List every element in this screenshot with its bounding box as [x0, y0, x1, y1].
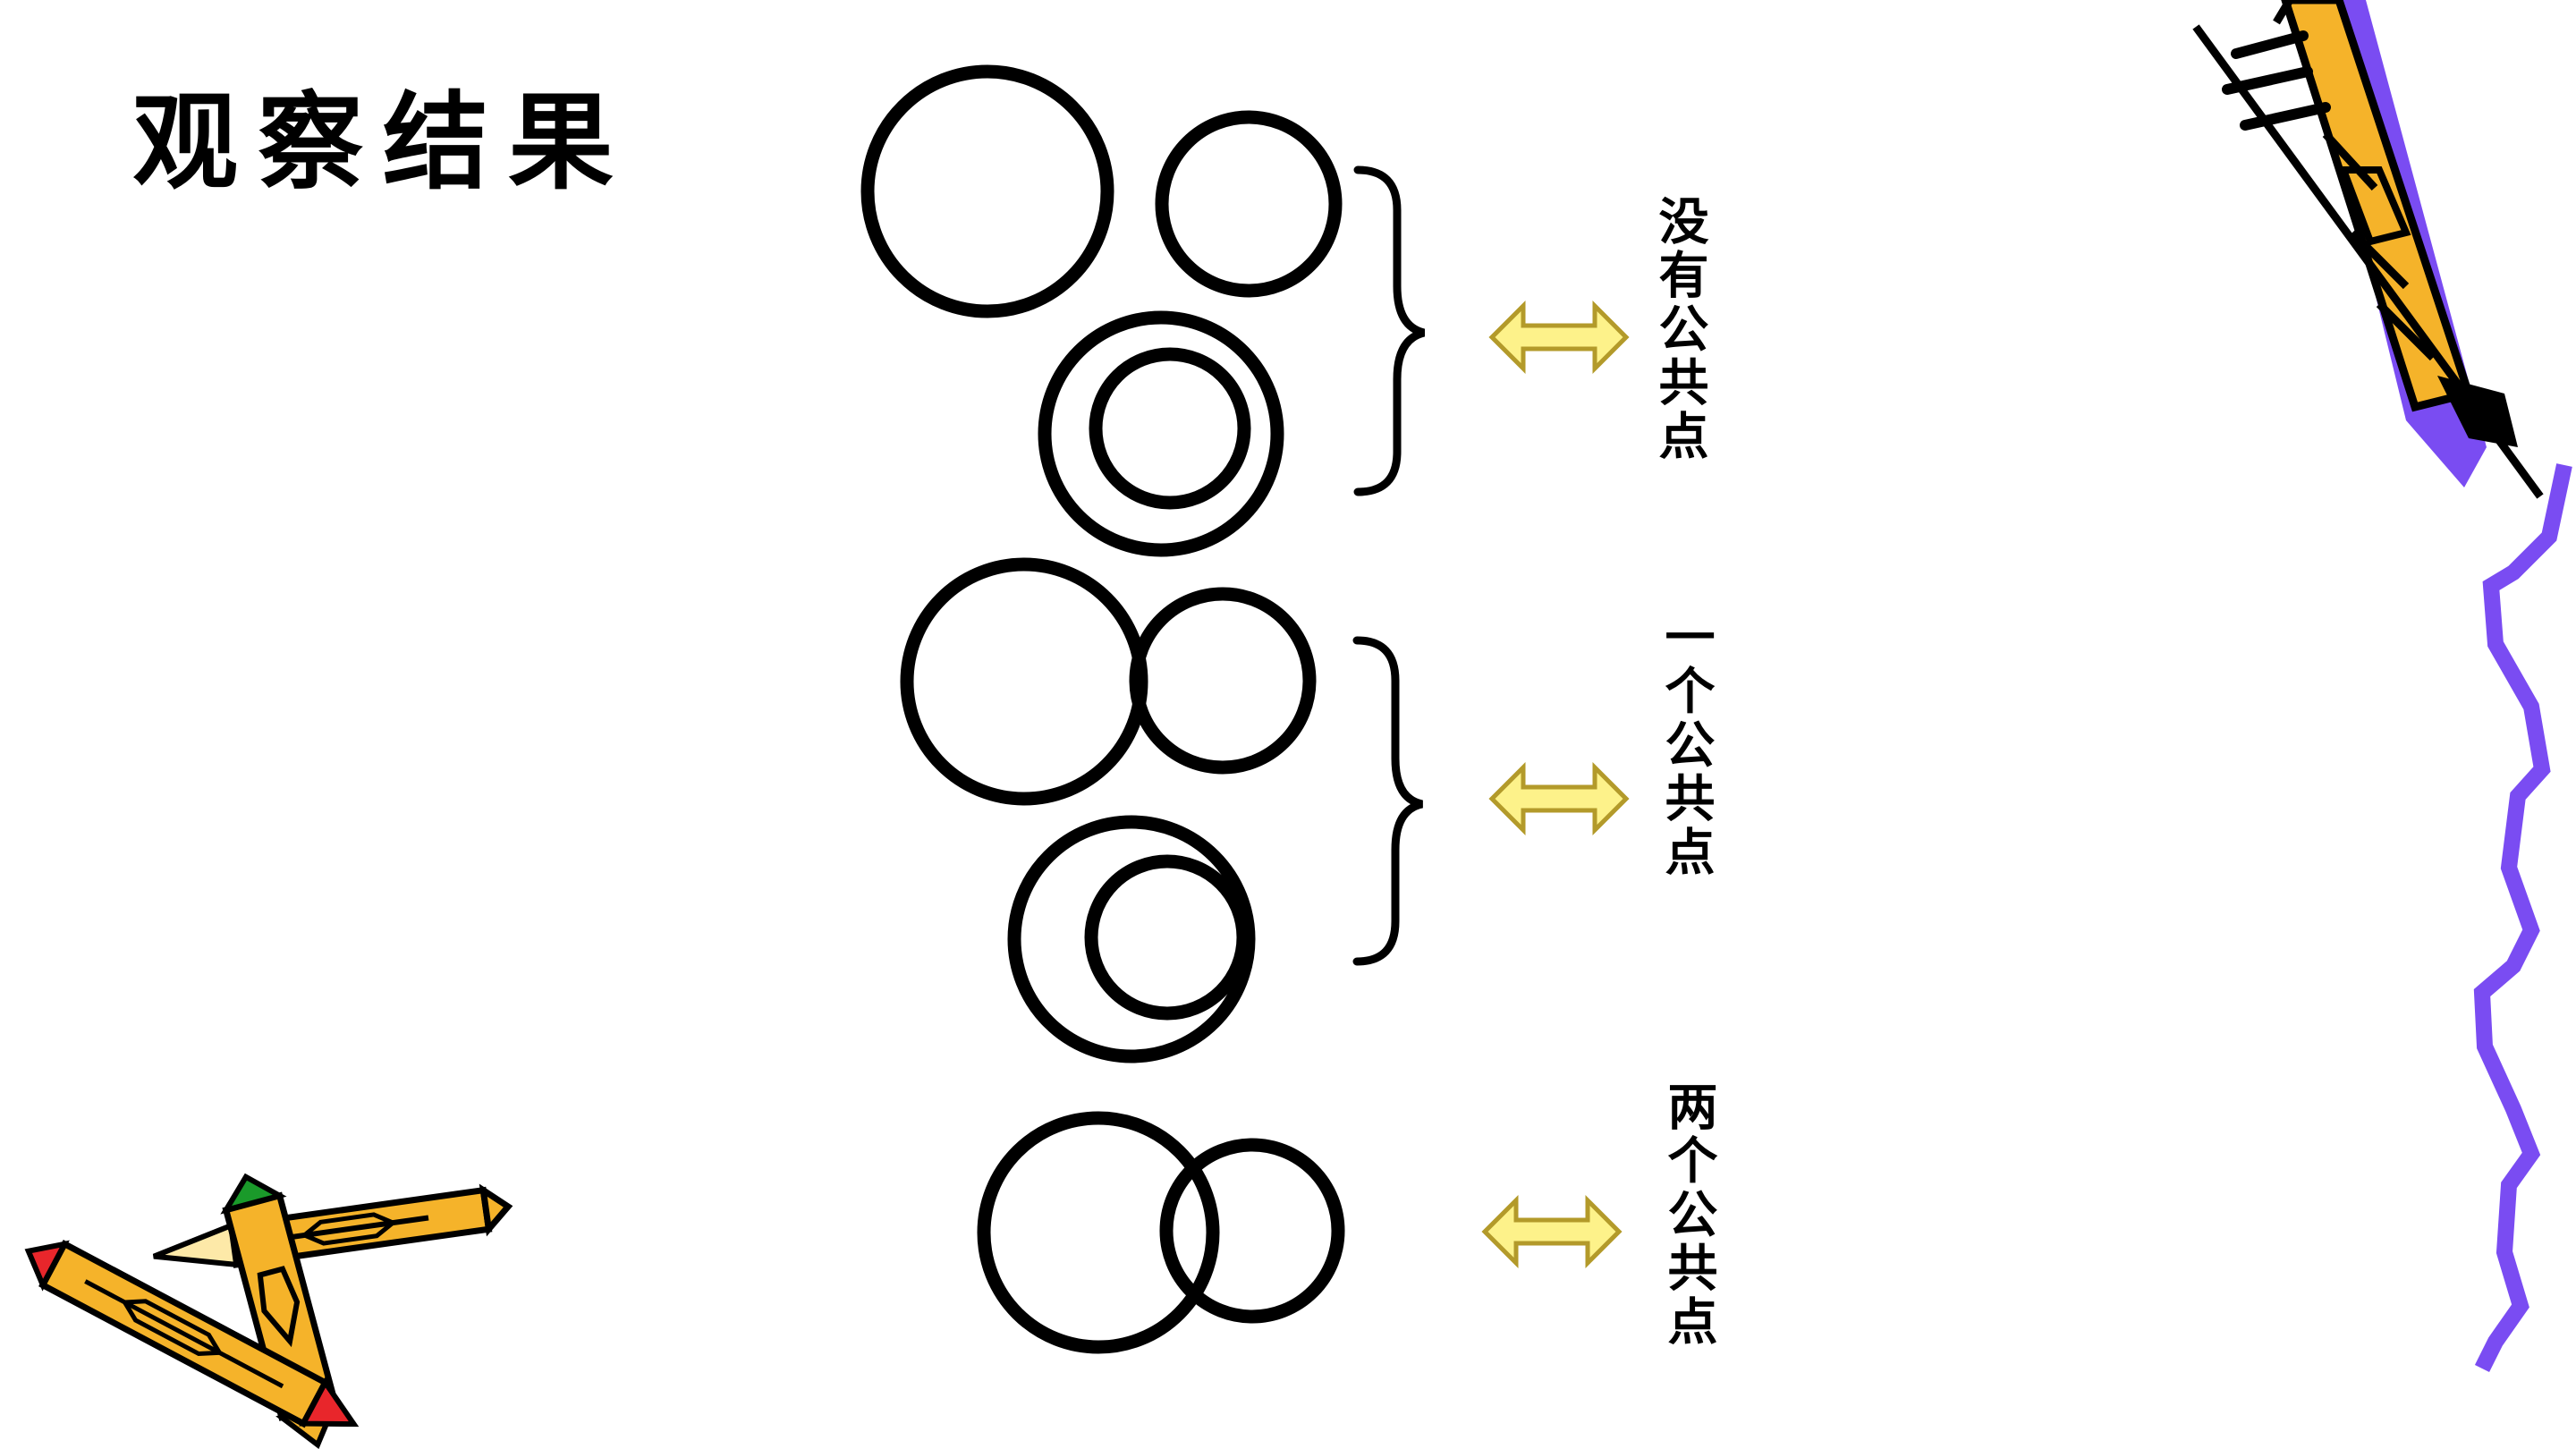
- circle-intersect-large: [977, 1111, 1220, 1354]
- crayons-icon: [24, 1173, 513, 1449]
- circle-concentric-inner: [1089, 347, 1251, 510]
- label-two-common-points: 两个公共点: [1659, 1080, 1718, 1349]
- circle-intersect-small: [1159, 1138, 1345, 1324]
- slide-title: 观察结果: [132, 80, 634, 204]
- right-brace-icon: [1353, 165, 1426, 496]
- circle-ext-tangent-large: [900, 557, 1148, 806]
- pencil-icon: [2192, 0, 2544, 499]
- double-arrow-icon: [1488, 300, 1630, 375]
- circle-separate-large: [860, 64, 1114, 318]
- label-one-common-point: 一个公共点: [1657, 611, 1716, 879]
- circle-concentric-outer: [1038, 310, 1284, 557]
- squiggle-line: [2473, 463, 2572, 1373]
- double-arrow-icon: [1481, 1194, 1623, 1269]
- circle-ext-tangent-small: [1129, 587, 1317, 775]
- right-brace-icon: [1352, 636, 1424, 966]
- label-no-common-point: 没有公共点: [1650, 195, 1709, 463]
- double-arrow-icon: [1488, 761, 1630, 836]
- circle-int-tangent-outer: [1007, 815, 1256, 1063]
- circle-separate-small: [1155, 110, 1343, 298]
- circle-int-tangent-inner: [1084, 854, 1250, 1021]
